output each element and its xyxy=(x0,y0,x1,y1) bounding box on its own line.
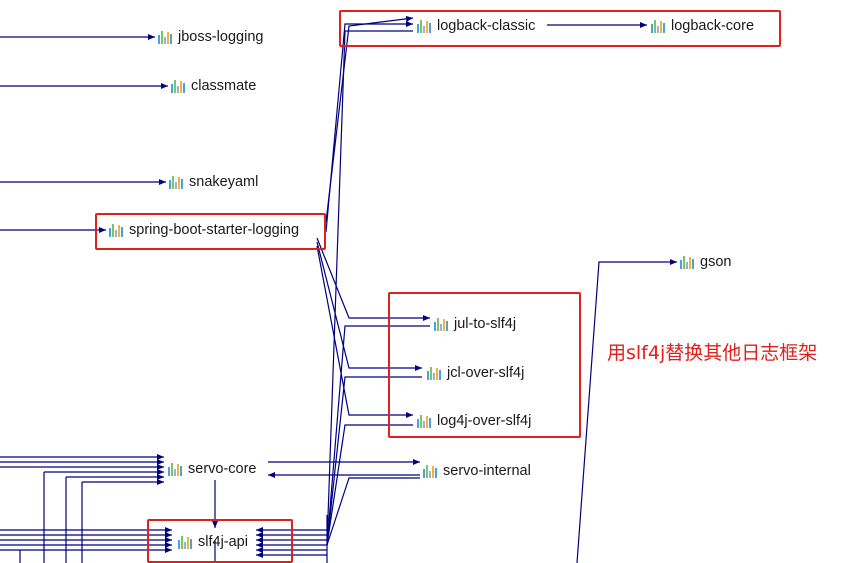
library-icon xyxy=(427,366,443,380)
node-label: gson xyxy=(700,254,732,270)
node-label: spring-boot-starter-logging xyxy=(129,222,300,238)
node-snakeyaml[interactable]: snakeyaml xyxy=(169,172,258,192)
library-icon xyxy=(158,30,174,44)
node-label: log4j-over-slf4j xyxy=(437,413,532,429)
node-log4j-over-slf4j[interactable]: log4j-over-slf4j xyxy=(417,411,531,431)
node-jul-to-slf4j[interactable]: jul-to-slf4j xyxy=(434,314,516,334)
node-label: servo-core xyxy=(188,461,257,477)
node-label: servo-internal xyxy=(443,463,531,479)
library-icon xyxy=(169,175,185,189)
library-icon xyxy=(423,464,439,478)
node-label: slf4j-api xyxy=(198,534,248,550)
library-icon xyxy=(178,535,194,549)
library-icon xyxy=(680,255,696,269)
node-servo-internal[interactable]: servo-internal xyxy=(423,461,531,481)
node-logback-core[interactable]: logback-core xyxy=(651,16,754,36)
library-icon xyxy=(109,223,125,237)
dependency-edges xyxy=(0,15,677,563)
library-icon xyxy=(417,414,433,428)
node-label: logback-core xyxy=(671,18,755,34)
node-label: snakeyaml xyxy=(189,174,259,190)
vertical-trunks xyxy=(19,472,328,563)
node-classmate[interactable]: classmate xyxy=(171,76,256,96)
node-label: classmate xyxy=(191,78,257,94)
node-servo-core[interactable]: servo-core xyxy=(168,459,257,479)
node-jboss-logging[interactable]: jboss-logging xyxy=(158,27,263,47)
node-spring-boot-starter-logging[interactable]: spring-boot-starter-logging xyxy=(109,220,299,240)
node-label: jcl-over-slf4j xyxy=(447,365,525,381)
node-label: jboss-logging xyxy=(178,29,264,45)
library-icon xyxy=(168,462,184,476)
node-jcl-over-slf4j[interactable]: jcl-over-slf4j xyxy=(427,363,524,383)
node-logback-classic[interactable]: logback-classic xyxy=(417,16,535,36)
node-label: jul-to-slf4j xyxy=(454,316,517,332)
annotation-text: 用slf4j替换其他日志框架 xyxy=(607,342,818,364)
node-slf4j-api[interactable]: slf4j-api xyxy=(178,532,248,552)
library-icon xyxy=(434,317,450,331)
node-label: logback-classic xyxy=(437,18,536,34)
node-gson[interactable]: gson xyxy=(680,252,731,272)
library-icon xyxy=(171,79,187,93)
library-icon xyxy=(417,19,433,33)
library-icon xyxy=(651,19,667,33)
